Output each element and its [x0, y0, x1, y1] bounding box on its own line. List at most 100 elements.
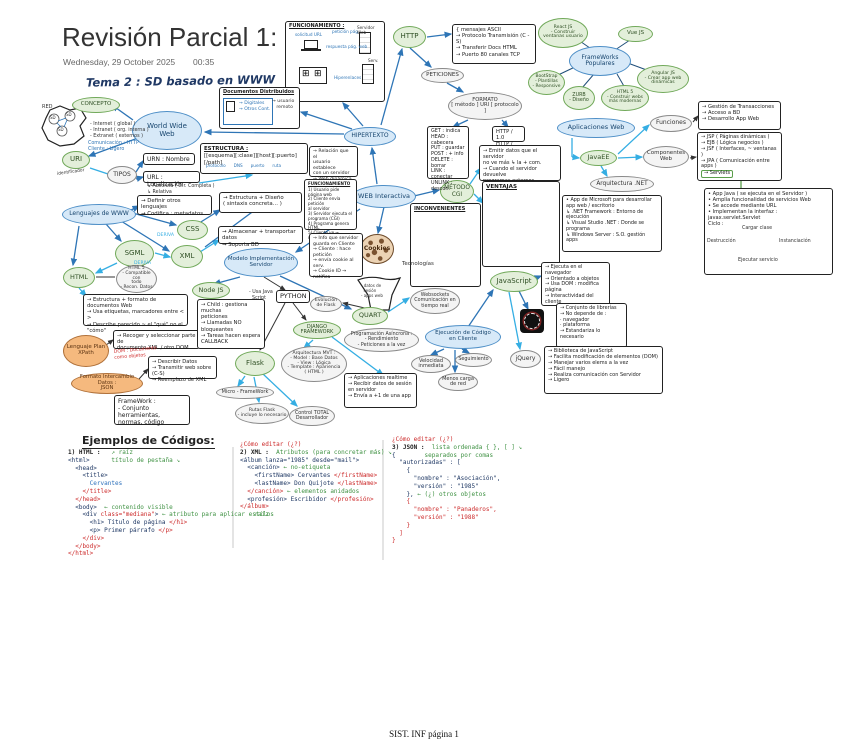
- node-django-label: DJANGO: [306, 323, 328, 330]
- code-xml-example-line: <canción> ← no-etiqueta: [240, 464, 392, 472]
- code-json-example-line: "versión" : "1988": [392, 514, 522, 522]
- node-html5-fw-label: más modernas: [608, 99, 642, 105]
- box-python-line: PYTHON: [280, 292, 307, 300]
- box-http-desc-line: → Transferir Docs HTML: [456, 45, 517, 52]
- node-uri-label: URI: [69, 155, 83, 164]
- node-html5-fw-label: HTML 5: [616, 89, 634, 95]
- box-funcionamiento-www-title: FUNCIONAMIENTO :: [289, 23, 345, 29]
- node-rutas-flask: Rutas Flask- incluye lo necesario: [235, 403, 289, 424]
- code-json-example-segment: 3) JSON :: [392, 443, 425, 451]
- code-json-example-line: }: [392, 537, 522, 545]
- node-angular-label: Angular JS: [651, 70, 675, 76]
- node-xpath-label: Lenguaje Plan: [66, 344, 106, 351]
- connector-53: [387, 297, 411, 313]
- code-html-example-line: <html> título de pestaña ↘: [68, 457, 274, 465]
- code-xml-example-line: <lastName> Don Quijote </lastName>: [240, 480, 392, 488]
- document-page-icon: [226, 101, 235, 112]
- code-html-example-line: <div class="mediana"> ← atributo para ap…: [68, 511, 274, 519]
- node-metodo-cgi-label: MÉTODO: [444, 185, 470, 192]
- node-arquitectura-net-label: Arquitectura .NET: [596, 180, 648, 187]
- code-xml-example-line: ¿Cómo editar (¿?): [240, 441, 392, 449]
- box-definir-lenguajes-line: → Codifica : metadatos: [141, 210, 204, 217]
- node-json-label: Formato Intercambio Datos :: [79, 374, 135, 386]
- code-json-example-segment: lista ordenada { }, [ ] ↘: [424, 443, 523, 451]
- node-html5-note: HTML 5- Compatible con todo- Recon. Dato…: [116, 265, 157, 293]
- browser-pane-icon: ⊞: [314, 69, 322, 79]
- node-react-label: ventanas usuario: [543, 34, 583, 40]
- box-inconvenientes-title: INCONVENIENTES: [414, 206, 466, 212]
- node-tipos: TIPOS: [107, 166, 137, 184]
- box-estructura-title: ESTRUCTURA :: [204, 146, 249, 152]
- node-metodo-cgi-label: CGI: [451, 191, 463, 198]
- code-html-example-segment: <h1> Título de página: [68, 519, 170, 527]
- box-url: URL : Localización: [143, 171, 200, 188]
- connector-14: [70, 225, 80, 267]
- box-ventajas: VENTAJAS: [482, 181, 560, 267]
- box-relacion-line: → Relación que el: [313, 149, 349, 160]
- code-html-example-line: </head>: [68, 496, 274, 504]
- node-zurb-label: - Diseño: [569, 98, 589, 103]
- box-relacion-line: usuario establece: [313, 160, 336, 171]
- box-javascript-desc-line: → Orientado a objetos: [545, 275, 600, 282]
- code-html-example-segment: ← atributo para aplicar estilos: [158, 511, 274, 519]
- text-www-notes-line: - Extranet ( externos ): [90, 133, 144, 139]
- code-html-example-segment: </p>: [158, 526, 173, 534]
- node-prog-asincrona-label: Programación Asíncrona :: [350, 332, 413, 338]
- code-json-example-line: "nombre" : "Asociación",: [392, 475, 522, 483]
- code-xml-example-segment: <firstName> Cervantes: [240, 472, 334, 480]
- code-html-example-line: 1) HTML : ↗ raíz: [68, 449, 274, 457]
- text-deriva-2: DERIVA: [134, 261, 151, 267]
- node-javaee-label: JavaEE: [587, 153, 610, 162]
- node-uri: URI: [62, 151, 90, 169]
- code-json-example-line: }: [392, 522, 522, 530]
- code-json-example-line: "nombre" : "Panaderos",: [392, 506, 522, 514]
- box-documentos-distribuidos-title: Documentos Distribuidos: [223, 89, 295, 95]
- box-framework-def-line: - Conjunto herramientas,: [118, 405, 161, 420]
- text-deriva-1-line: DERIVA: [157, 233, 174, 238]
- node-html-label: HTML: [69, 272, 89, 281]
- box-inconvenientes: INCONVENIENTES: [410, 203, 481, 287]
- code-xml-example-segment: <canción>: [240, 464, 280, 472]
- text-sd-3: SD: [58, 127, 64, 133]
- node-vue: Vue JS: [618, 26, 653, 42]
- node-xml-label: XML: [179, 251, 195, 260]
- box-metodos-http-line: UNLINK : descon.: [431, 180, 453, 192]
- code-xml-example-line: raíz: [240, 511, 392, 519]
- text-peticion-pagina: petición pág.: [332, 29, 359, 34]
- text-sd-1-line: SD: [50, 115, 56, 120]
- node-cookies: Cookies: [360, 234, 394, 264]
- page-date: Wednesday, 29 October 2025: [63, 57, 176, 67]
- box-cgi-desc-line: no ve más ↳ la + com.: [483, 160, 542, 166]
- text-deriva-1: DERIVA: [157, 233, 174, 239]
- text-usa-javascript: - Usa Java Script: [249, 290, 273, 302]
- connector-49: [292, 302, 307, 321]
- code-xml-example-line: <álbum lanza="1985" desde="mail">: [240, 457, 392, 465]
- code-html-example-line: </body>: [68, 543, 274, 551]
- text-sd-1: SD: [50, 115, 56, 121]
- code-html-example-segment: ← contenido visible: [96, 503, 173, 511]
- box-servlets-line: Ciclo :: [708, 221, 724, 227]
- code-html-example-segment: </body>: [68, 542, 101, 550]
- node-hipertexto: HIPERTEXTO: [344, 127, 396, 146]
- node-lenguajes-www: Lenguajes de WWW: [62, 204, 136, 225]
- text-ciclo-instanciacion: Instanciación: [779, 239, 811, 245]
- node-prog-asincrona: Programación Asíncrona :- Rendimiento- P…: [344, 328, 419, 352]
- node-zurb-label: ZURB: [572, 92, 586, 98]
- connector-4: [135, 159, 144, 173]
- code-json-example-segment: "nombre" : "Asociación",: [392, 474, 501, 482]
- code-html-example: 1) HTML : ↗ raíz<html> título de pestaña…: [68, 449, 274, 558]
- box-librerias-line: · navegador: [560, 316, 590, 323]
- connector-27: [409, 47, 432, 68]
- box-http-versiones-line: HTTP / 1.0: [496, 129, 513, 142]
- node-websockets-label: Comunicación en: [414, 298, 456, 304]
- box-nodejs-desc-line: CALLBACK: [201, 338, 228, 345]
- node-prog-asincrona-label: - Peticiones a la vez: [357, 342, 406, 348]
- text-ciclo-cargar-line: Cargar clase: [742, 226, 773, 231]
- connector-16: [154, 252, 172, 259]
- node-velocidad-label: inmediata: [418, 363, 444, 369]
- text-sd-3-line: SD: [58, 127, 64, 132]
- box-json-desc-line: → Reemplazo de XML: [152, 377, 207, 383]
- code-json-example-line: ]: [392, 530, 522, 538]
